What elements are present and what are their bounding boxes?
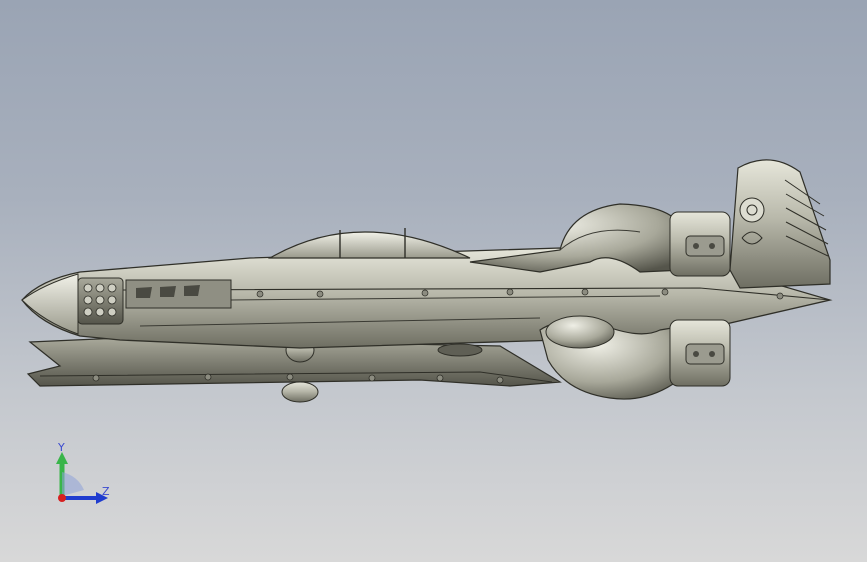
tail-fin: [729, 159, 831, 289]
upper-duct: [469, 203, 685, 273]
axis-triad-graphic: [56, 452, 108, 504]
upper-engine: [669, 211, 731, 277]
z-axis-label: Z: [102, 485, 110, 498]
axis-triad: Y Z: [40, 430, 130, 520]
canopy: [267, 231, 471, 259]
lower-pod: [281, 381, 319, 403]
lower-engine: [669, 319, 731, 387]
y-axis-label: Y: [58, 441, 65, 454]
x-axis-dot: [58, 494, 66, 502]
